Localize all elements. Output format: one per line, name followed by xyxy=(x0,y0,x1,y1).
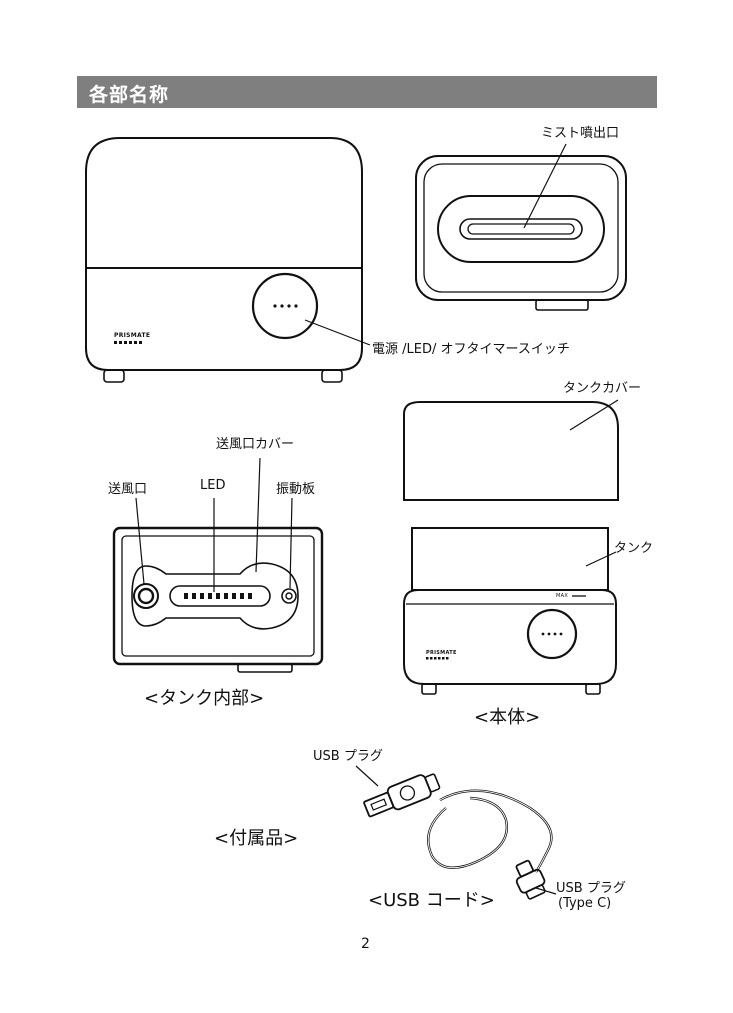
max-water-mark: MAX xyxy=(556,593,568,599)
usb-cord-illustration xyxy=(356,766,556,901)
label-usb-plug-type-c: USB プラグ xyxy=(556,877,626,896)
caption-usb-cord: <USB コード> xyxy=(368,886,495,912)
tank-cover-illustration xyxy=(404,400,618,500)
label-led: LED xyxy=(200,478,225,493)
label-power-switch: 電源 /LED/ オフタイマースイッチ xyxy=(372,338,570,357)
label-vent-cover: 送風口カバー xyxy=(216,433,294,452)
label-vent: 送風口 xyxy=(108,478,147,497)
label-vibration-plate: 振動板 xyxy=(276,478,315,497)
caption-tank-inside: <タンク内部> xyxy=(144,684,264,710)
caption-accessories: <付属品> xyxy=(214,824,298,850)
top-view-illustration xyxy=(416,144,626,310)
label-usb-plug-type-c-sub: (Type C) xyxy=(558,896,611,911)
front-view-illustration xyxy=(86,138,370,382)
label-tank-cover: タンクカバー xyxy=(563,377,641,396)
brand-logo-front: PRISMATE xyxy=(114,332,150,339)
label-usb-plug: USB プラグ xyxy=(313,745,383,764)
brand-logo-body: PRISMATE xyxy=(426,650,457,656)
label-tank: タンク xyxy=(614,537,653,556)
label-mist-outlet: ミスト噴出口 xyxy=(541,122,619,141)
main-body-illustration xyxy=(404,528,616,694)
caption-main-body: <本体> xyxy=(474,703,540,729)
page-number: 2 xyxy=(361,936,370,952)
